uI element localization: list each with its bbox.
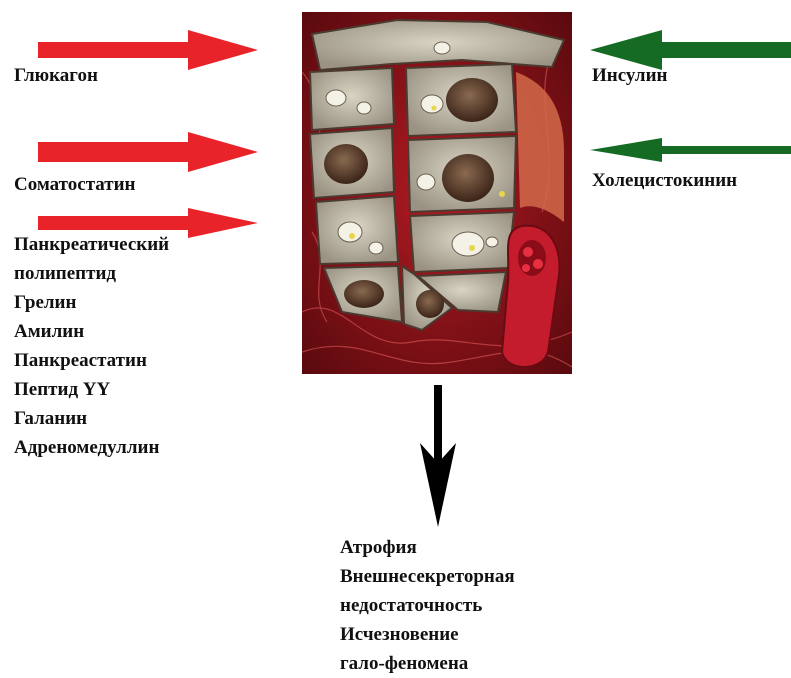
label-insulin: Инсулин bbox=[592, 61, 668, 90]
peptide-item: Адреномедуллин bbox=[14, 433, 169, 462]
peptide-item: Грелин bbox=[14, 288, 169, 317]
label-cholecystokinin: Холецистокинин bbox=[592, 166, 737, 195]
peptide-item: Пептид YY bbox=[14, 375, 169, 404]
outcome-list: Атрофия Внешнесекреторная недостаточност… bbox=[340, 533, 515, 678]
outcome-item: Исчезновение bbox=[340, 620, 515, 649]
peptide-item: Галанин bbox=[14, 404, 169, 433]
label-somatostatin: Соматостатин bbox=[14, 170, 136, 199]
outcome-item: Атрофия bbox=[340, 533, 515, 562]
outcome-item: недостаточность bbox=[340, 591, 515, 620]
outcome-item: гало-феномена bbox=[340, 649, 515, 678]
peptide-item: Амилин bbox=[14, 317, 169, 346]
peptide-item: Панкреатический bbox=[14, 230, 169, 259]
peptide-item: Панкреастатин bbox=[14, 346, 169, 375]
outcome-arrow bbox=[418, 385, 458, 527]
peptide-item: полипептид bbox=[14, 259, 169, 288]
pancreatic-tissue-illustration bbox=[302, 12, 572, 374]
outcome-item: Внешнесекреторная bbox=[340, 562, 515, 591]
inhibit-arrow-cholecystokinin bbox=[590, 138, 791, 162]
peptide-list: Панкреатический полипептид Грелин Амилин… bbox=[14, 230, 169, 462]
label-glucagon: Глюкагон bbox=[14, 61, 98, 90]
